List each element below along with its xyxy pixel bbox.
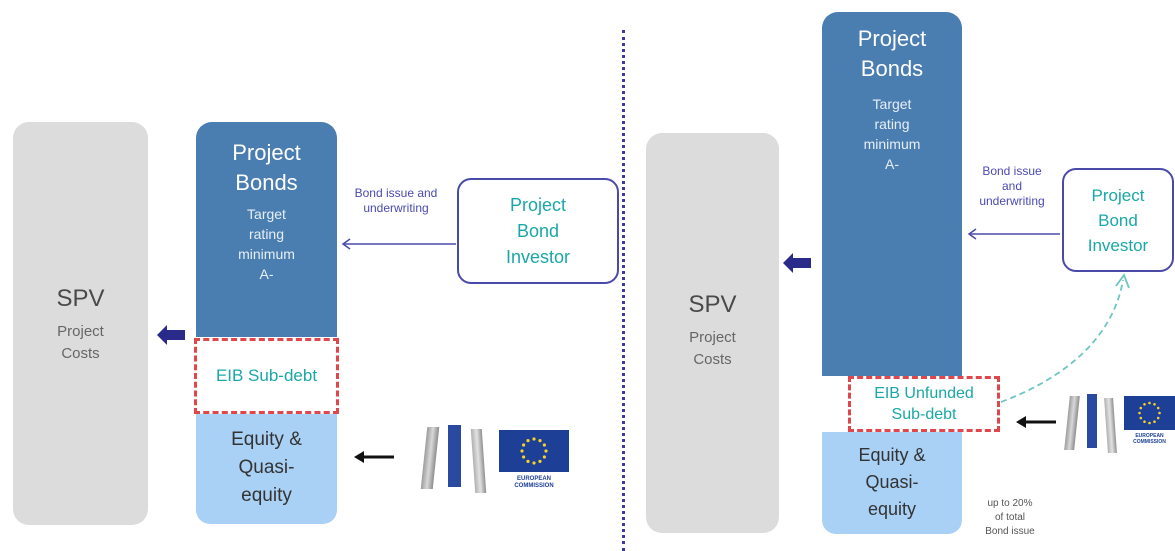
left-spv-sub2: Costs xyxy=(61,345,100,362)
left-spv-box: SPV Project Costs xyxy=(13,122,148,525)
right-eib-logo-icon xyxy=(1064,394,1120,454)
right-investor-box: Project Bond Investor xyxy=(1062,168,1174,272)
right-cap-note: up to 20% of total Bond issue xyxy=(970,497,1050,539)
left-subdebt-label: EIB Sub-debt xyxy=(215,366,318,385)
right-guarantee-arrow xyxy=(1016,416,1056,428)
right-equity-box: Equity & Quasi- equity xyxy=(822,432,962,534)
right-investor-line3: Investor xyxy=(1087,235,1149,255)
left-spv-title: SPV xyxy=(56,285,105,312)
right-equity-line2: Quasi- xyxy=(865,472,919,492)
left-european-commission-logo: EUROPEAN COMMISSION xyxy=(499,430,569,502)
right-spv-sub2: Costs xyxy=(693,351,732,368)
left-ec-text2: COMMISSION xyxy=(514,483,554,489)
left-investor-line2: Bond xyxy=(516,221,560,241)
left-bonds-sub4: A- xyxy=(259,266,274,282)
right-funding-arrow xyxy=(783,253,811,273)
left-investor-box: Project Bond Investor xyxy=(457,178,619,284)
left-bonds-title1: Project xyxy=(232,140,301,165)
right-bonds-sub1: Target xyxy=(872,96,912,112)
left-issue-note: Bond issue and underwriting xyxy=(335,186,457,216)
right-bonds-title1: Project xyxy=(857,26,927,51)
left-bonds-sub3: minimum xyxy=(238,246,295,262)
right-subdebt-line2: Sub-debt xyxy=(891,406,957,423)
right-eib-subdebt-box: EIB Unfunded Sub-debt xyxy=(848,376,1000,432)
right-bonds-sub3: minimum xyxy=(863,136,921,152)
right-eu-flag-icon xyxy=(1124,396,1175,430)
section-divider xyxy=(622,30,625,551)
left-issue-note2: underwriting xyxy=(363,201,429,215)
left-equity-box: Equity & Quasi- equity xyxy=(196,414,337,524)
right-ec-text1: EUROPEAN xyxy=(1135,433,1164,439)
left-bonds-sub2: rating xyxy=(248,226,285,242)
right-issue-arrow xyxy=(967,228,1060,240)
left-equity-line2: Quasi- xyxy=(238,457,295,478)
right-equity-line1: Equity & xyxy=(858,445,926,465)
right-project-bonds-box: Project Bonds Target rating minimum A- xyxy=(822,12,962,376)
left-eib-logo-icon xyxy=(420,425,490,495)
right-cap-note3: Bond issue xyxy=(985,526,1035,537)
left-eib-subdebt-box: EIB Sub-debt xyxy=(194,338,339,414)
right-issue-note1: Bond issue xyxy=(982,164,1042,178)
left-equity-line3: equity xyxy=(241,485,292,506)
left-issue-note1: Bond issue and xyxy=(354,186,438,200)
right-european-commission-logo: EUROPEAN COMMISSION xyxy=(1124,396,1175,454)
right-cap-note2: of total xyxy=(994,512,1026,523)
right-issue-note2: and xyxy=(1001,179,1023,193)
right-cap-note1: up to 20% xyxy=(987,498,1033,509)
left-investor-line3: Investor xyxy=(505,247,571,267)
right-bonds-sub2: rating xyxy=(874,116,910,132)
right-spv-box: SPV Project Costs xyxy=(646,133,779,533)
left-guarantee-arrow xyxy=(354,451,394,463)
right-issue-note3: underwriting xyxy=(979,194,1045,208)
right-spv-sub1: Project xyxy=(689,329,736,346)
left-ec-text1: EUROPEAN xyxy=(516,476,551,482)
left-equity-line1: Equity & xyxy=(231,429,302,450)
right-issue-note: Bond issue and underwriting xyxy=(962,164,1062,209)
right-subdebt-line1: EIB Unfunded xyxy=(874,385,974,402)
left-eu-flag-icon xyxy=(499,430,569,472)
left-spv-sub1: Project xyxy=(57,323,104,340)
left-investor-line1: Project xyxy=(509,195,567,215)
left-bonds-sub1: Target xyxy=(247,206,286,222)
right-spv-title: SPV xyxy=(688,291,737,318)
right-investor-line2: Bond xyxy=(1098,210,1138,230)
right-bonds-title2: Bonds xyxy=(860,56,924,81)
left-funding-arrow xyxy=(157,325,185,345)
left-project-bonds-box: Project Bonds Target rating minimum A- xyxy=(196,122,337,337)
left-bonds-title2: Bonds xyxy=(235,170,298,195)
left-issue-arrow xyxy=(341,238,456,250)
right-ec-text2: COMMISSION xyxy=(1133,439,1166,445)
right-investor-line1: Project xyxy=(1091,185,1145,205)
right-unfunded-link-arrow xyxy=(1000,273,1130,403)
right-equity-line3: equity xyxy=(867,499,917,519)
right-bonds-sub4: A- xyxy=(885,156,899,172)
